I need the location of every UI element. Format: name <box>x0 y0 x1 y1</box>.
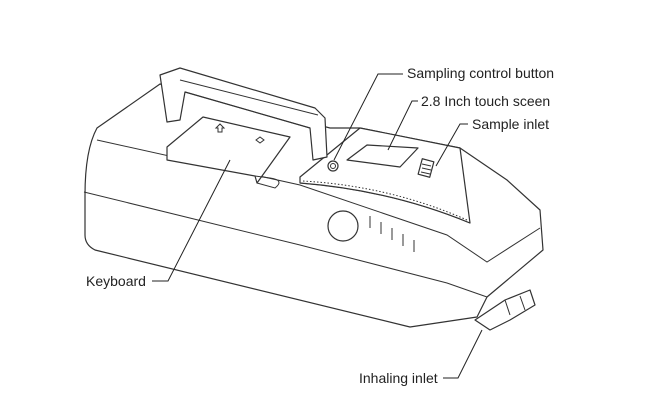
body-seam <box>83 191 488 298</box>
leader-inhaling-inlet <box>443 329 483 379</box>
arrow-up-icon <box>214 123 226 133</box>
leader-sampling-control-button <box>333 73 403 161</box>
label-sample-inlet: Sample inlet <box>472 116 550 132</box>
leader-keyboard <box>152 159 231 282</box>
round-knob <box>327 210 359 242</box>
handle <box>159 67 328 161</box>
vent-grille <box>299 127 471 224</box>
leader-sample-inlet <box>435 123 468 167</box>
arrow-right-icon <box>255 136 265 144</box>
leader-touch-screen <box>387 100 418 151</box>
label-touch-screen: 2.8 Inch touch sceen <box>421 93 551 109</box>
side-vents <box>369 216 415 252</box>
label-sampling-control-button: Sampling control button <box>407 65 555 81</box>
inhaling-inlet <box>474 289 536 331</box>
label-keyboard: Keyboard <box>86 273 146 289</box>
keyboard-flap <box>166 116 291 189</box>
touch-screen <box>346 144 419 168</box>
label-inhaling-inlet: Inhaling inlet <box>359 370 438 386</box>
sampling-control-button <box>327 160 339 172</box>
